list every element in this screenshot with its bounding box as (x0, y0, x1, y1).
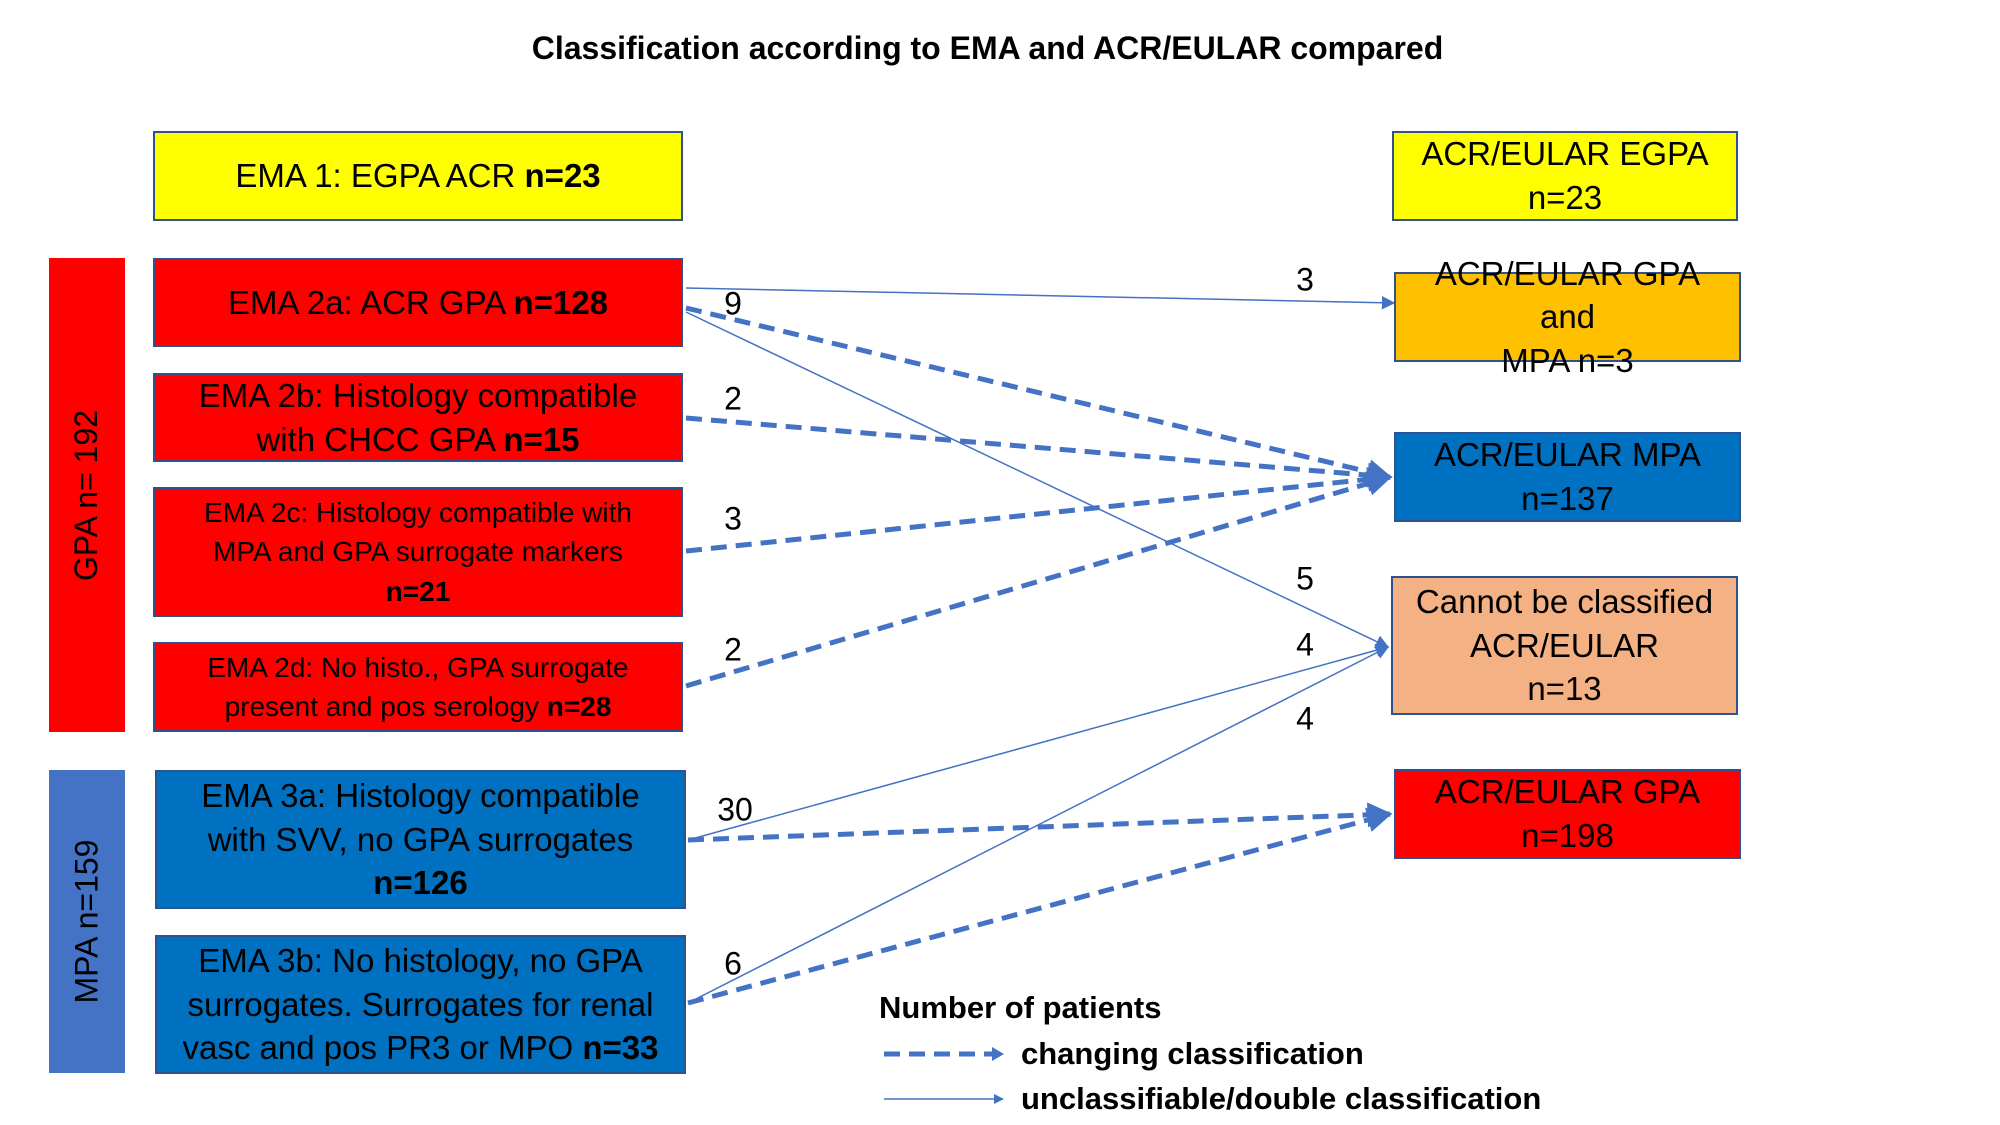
flow-count-label: 6 (724, 945, 742, 982)
flow-count-label: 30 (717, 791, 753, 828)
acr-eular-mpa-box: ACR/EULAR MPA n=137 (1394, 432, 1741, 522)
mpa-group-bar: MPA n=159 (49, 770, 125, 1073)
flow-arrow-solid (687, 646, 1390, 1004)
flow-arrow-dashed (685, 471, 1393, 689)
solid-arrow-icon (884, 1094, 1004, 1104)
acr-eular-gpa-mpa-box: ACR/EULAR GPA and MPA n=3 (1394, 255, 1741, 379)
ema-3a-box: EMA 3a: Histology compatible with SVV, n… (155, 770, 686, 909)
flow-count-label: 3 (1296, 261, 1314, 298)
dashed-arrow-icon (884, 1047, 1004, 1061)
flow-count-label: 2 (724, 631, 742, 668)
flow-arrow-dashed (685, 415, 1393, 488)
flow-count-label: 2 (724, 380, 742, 417)
flow-arrow-solid (685, 311, 1390, 648)
flow-arrow-solid (685, 287, 1396, 310)
flow-arrow-dashed (685, 305, 1393, 484)
ema-1-box: EMA 1: EGPA ACR n=23 (153, 131, 683, 221)
gpa-group-label: GPA n= 192 (68, 409, 105, 581)
mpa-group-label: MPA n=159 (68, 839, 105, 1004)
legend-dashed: changing classification (882, 1036, 1364, 1072)
gpa-group-bar: GPA n= 192 (49, 258, 125, 732)
flow-arrow-dashed (685, 466, 1393, 554)
legend-title: Number of patients (879, 990, 1162, 1025)
flow-count-label: 4 (1296, 626, 1314, 663)
flow-count-label: 4 (1296, 700, 1314, 737)
flow-count-label: 3 (724, 500, 742, 537)
flow-count-label: 9 (724, 285, 742, 322)
legend-dashed-label: changing classification (1021, 1036, 1364, 1071)
ema-2d-box: EMA 2d: No histo., GPA surrogate present… (153, 642, 683, 732)
flow-arrow-dashed (687, 802, 1393, 843)
ema-2c-box: EMA 2c: Histology compatible with MPA an… (153, 487, 683, 617)
acr-eular-gpa-box: ACR/EULAR GPA n=198 (1394, 769, 1741, 859)
legend-solid-label: unclassifiable/double classification (1021, 1081, 1542, 1116)
flow-arrow-solid (687, 643, 1390, 841)
acr-eular-egpa-box: ACR/EULAR EGPA n=23 (1392, 131, 1738, 221)
ema-3b-box: EMA 3b: No histology, no GPA surrogates.… (155, 935, 686, 1074)
legend-solid: unclassifiable/double classification (882, 1081, 1541, 1117)
flow-arrow-dashed (687, 807, 1393, 1006)
ema-2b-box: EMA 2b: Histology compatible with CHCC G… (153, 373, 683, 462)
ema-2a-box: EMA 2a: ACR GPA n=128 (153, 258, 683, 347)
diagram-title: Classification according to EMA and ACR/… (531, 30, 1444, 66)
acr-eular-unclassified-box: Cannot be classified ACR/EULAR n=13 (1391, 576, 1738, 715)
flow-count-label: 5 (1296, 560, 1314, 597)
